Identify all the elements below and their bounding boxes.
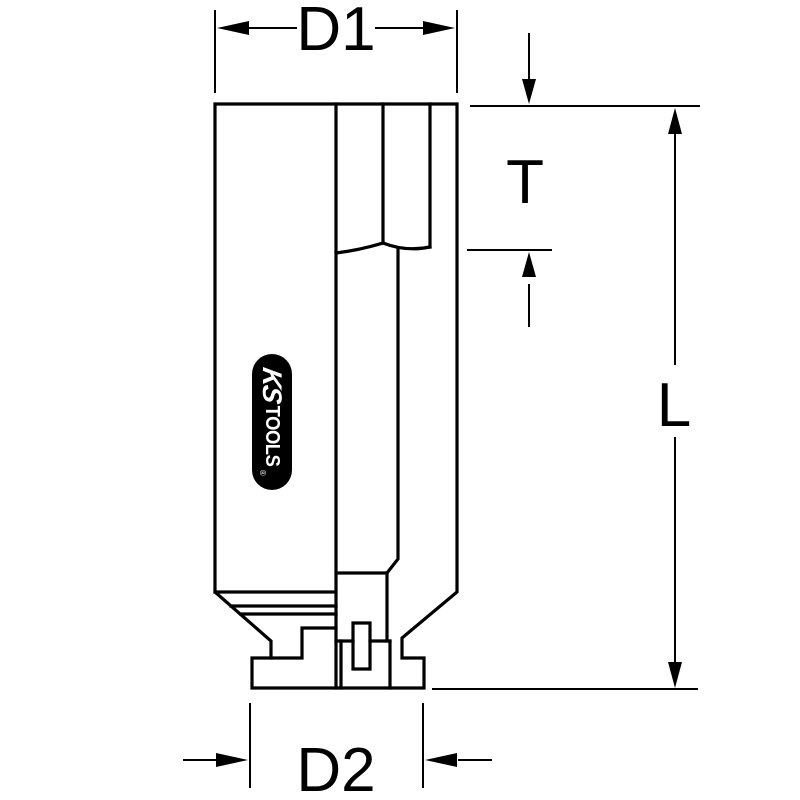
dimension-d1: D1 <box>214 0 458 93</box>
t-arrow-up <box>522 252 536 277</box>
d1-extension-lines <box>214 10 458 93</box>
d1-label: D1 <box>296 0 375 64</box>
d1-arrow-left <box>217 21 249 35</box>
t-arrow-down <box>522 79 536 104</box>
d2-extension-lines <box>249 703 424 788</box>
d2-arrow-right-pointing <box>216 753 248 767</box>
dimension-d2: D2 <box>183 703 492 800</box>
hex-recess-bottom-arc-right <box>380 240 432 251</box>
hex-recess-bottom-arc-left <box>334 241 385 255</box>
d1-arrow-right <box>423 21 455 35</box>
ks-tools-logo-tools: TOOLS <box>261 405 284 467</box>
socket-section-lines <box>213 102 432 690</box>
t-label: T <box>506 148 544 217</box>
registered-trademark-icon: ® <box>258 469 267 476</box>
ks-tools-logo: KS TOOLS ® <box>252 354 292 490</box>
dimension-t: T <box>467 33 700 327</box>
dimension-l: L <box>432 108 698 690</box>
d2-label: D2 <box>296 736 375 800</box>
l-arrow-up <box>668 108 682 134</box>
drive-boss-step <box>269 626 338 660</box>
inner-bore-wall <box>384 248 400 576</box>
ks-tools-logo-ks: KS <box>257 365 288 405</box>
retaining-pin-slot <box>351 621 372 671</box>
d2-arrow-left-pointing <box>425 753 457 767</box>
l-label: L <box>657 371 691 440</box>
socket-outer-silhouette <box>213 102 459 690</box>
l-arrow-down <box>668 662 682 688</box>
socket-outline <box>213 102 459 690</box>
